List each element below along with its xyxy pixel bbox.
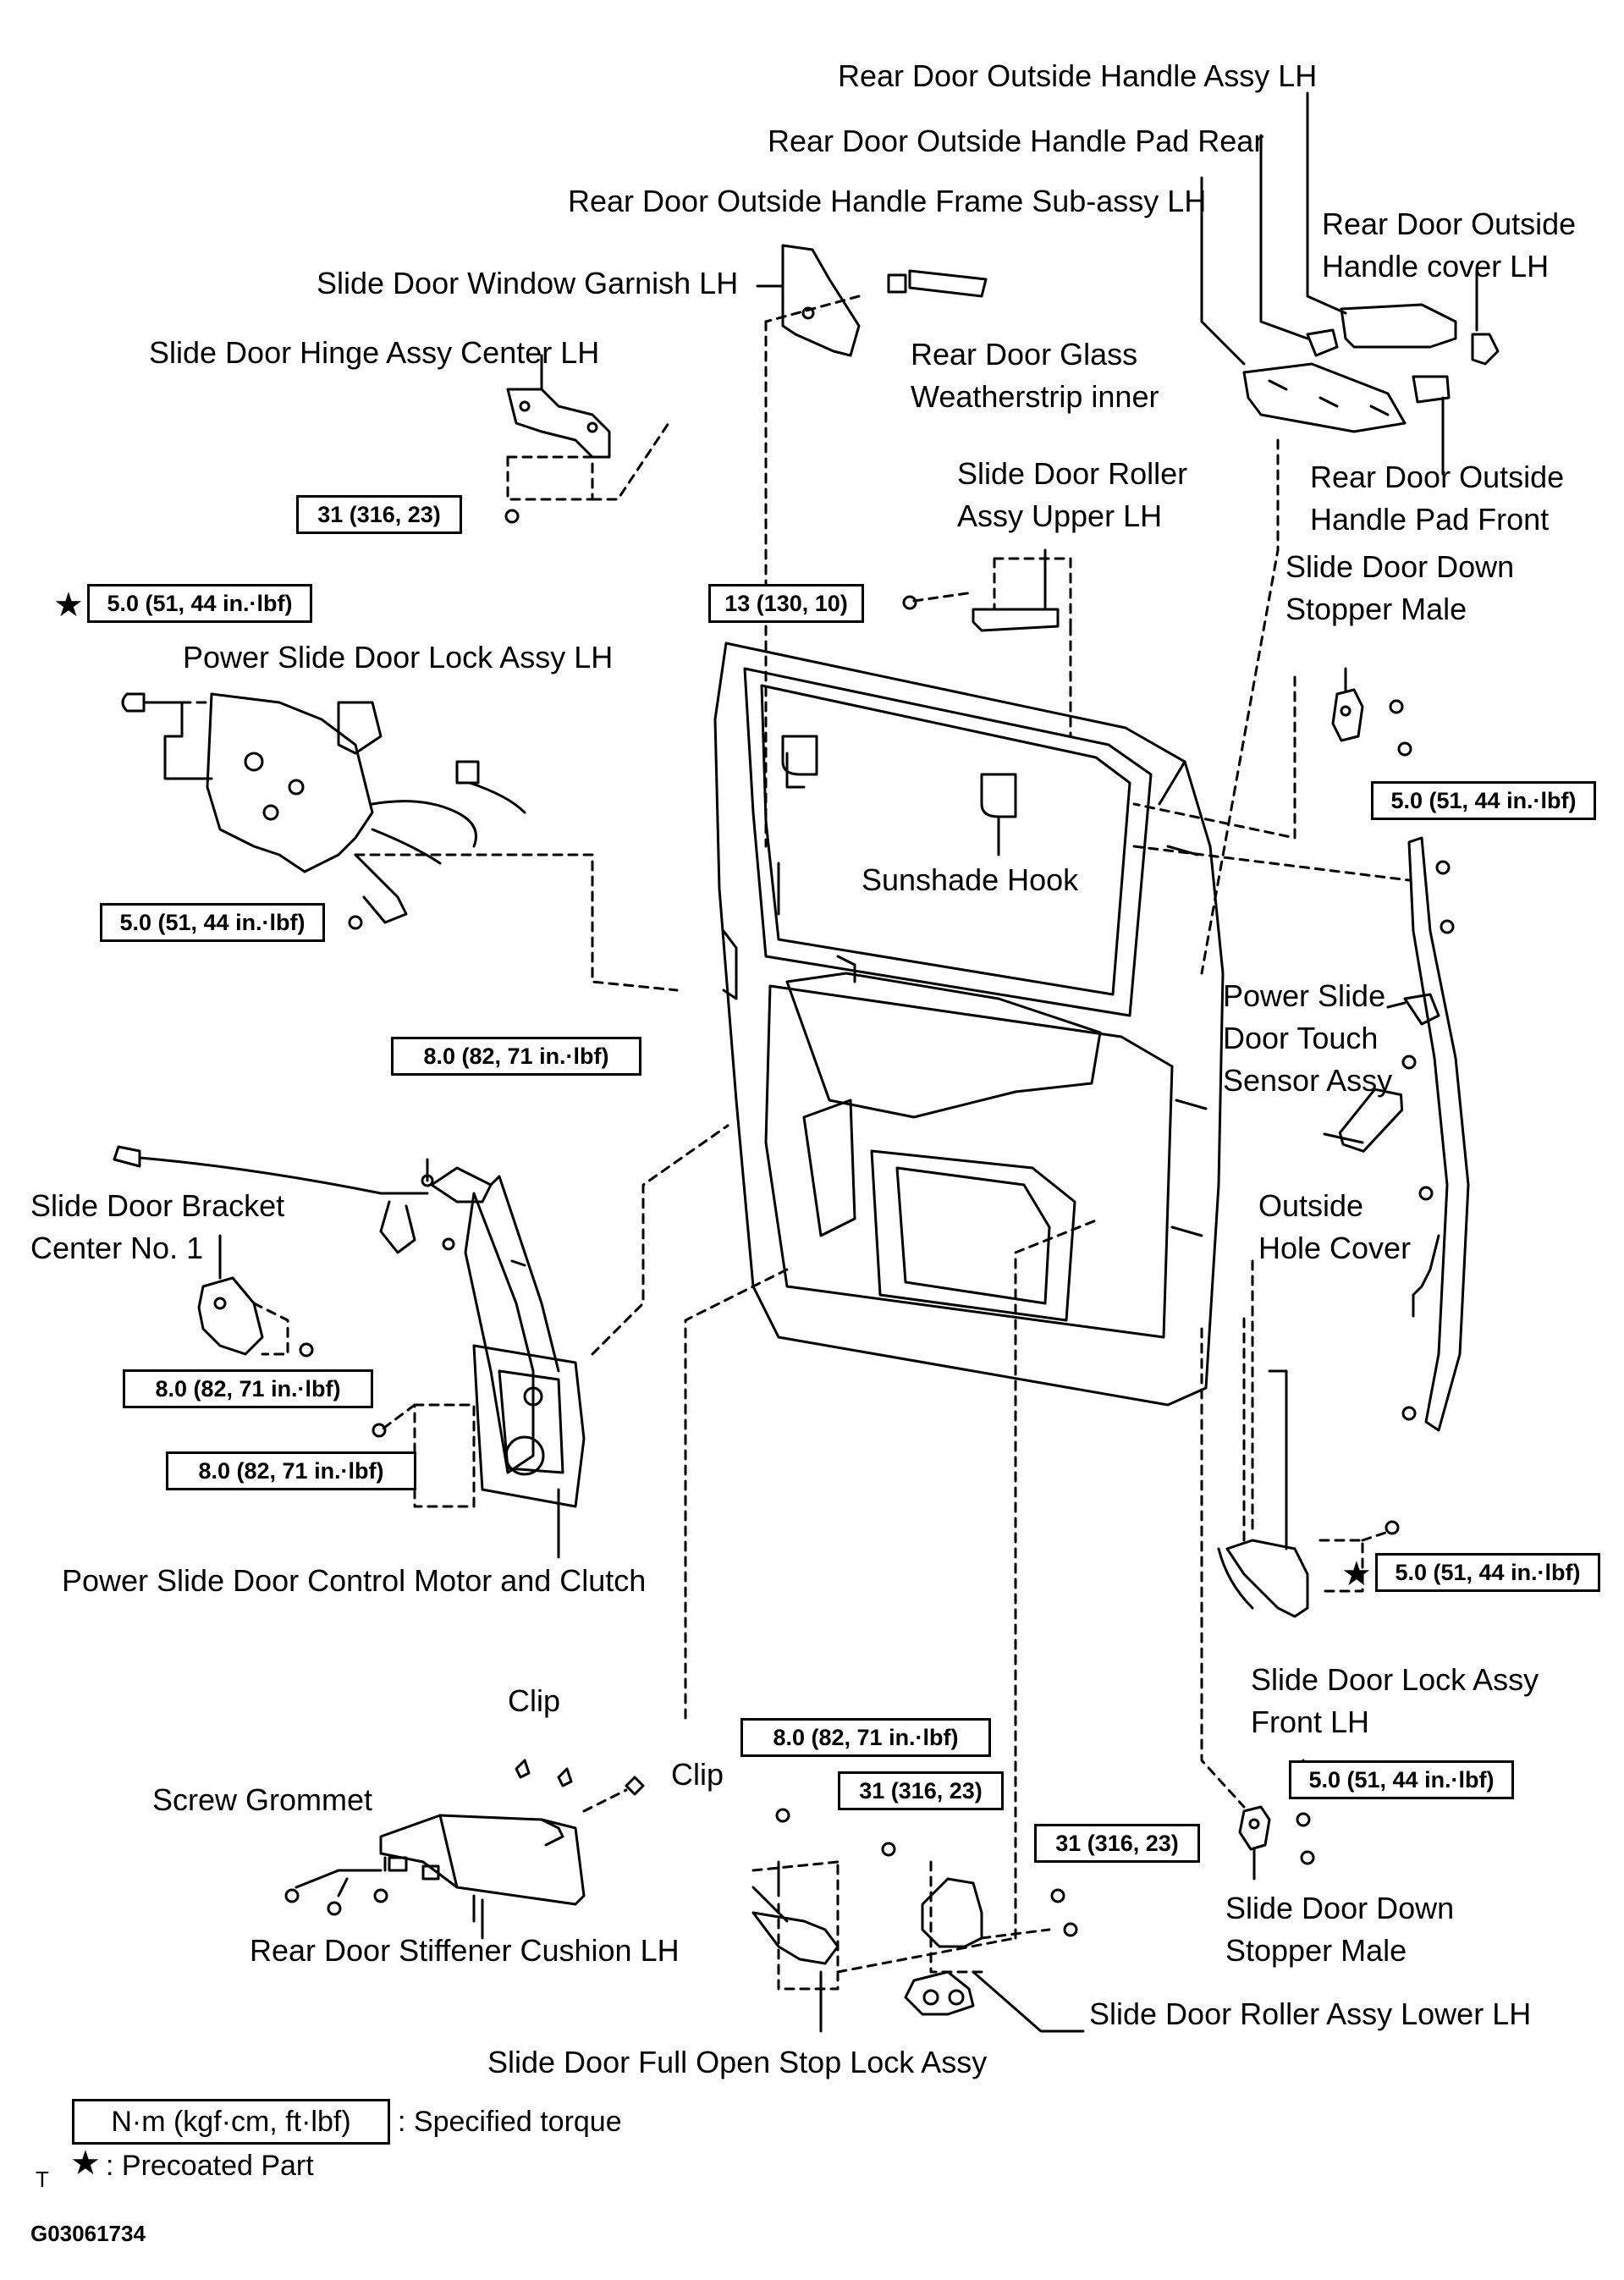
label-window-garnish: Slide Door Window Garnish LH [317,266,739,300]
legend-star: ★ [70,2145,101,2182]
torque-roller-lower-bolt-2: 31 (316, 23) [1034,1824,1200,1863]
torque-stopper-upper-bolt: 5.0 (51, 44 in.·lbf) [1371,781,1596,820]
bracket-center-part [197,1234,314,1358]
power-lock-part [121,692,679,992]
stiffener-cushion-part [284,1759,645,1940]
lock-front-part [1217,1259,1400,1618]
label-full-open-stop: Slide Door Full Open Stop Lock Assy [487,2045,988,2079]
sunshade-hooks [781,735,1017,856]
legend-unit-box: N·m (kgf·cm, ft·lbf) [72,2099,390,2145]
legend-star-desc: : Precoated Part [106,2150,314,2182]
torque-lock-lower-bolt: 5.0 (51, 44 in.·lbf) [100,903,325,942]
torque-lock-front-bolt: 5.0 (51, 44 in.·lbf) [1375,1553,1600,1592]
label-stopper-lower: Slide Door Down Stopper Male [1225,1891,1455,1968]
touch-sensor-part [1132,836,1470,1432]
torque-stopper-lower-bolt: 5.0 (51, 44 in.·lbf) [1289,1760,1514,1799]
label-roller-upper: Slide Door Roller Assy Upper LH [957,456,1188,533]
torque-motor-side-bolt: 8.0 (82, 71 in.·lbf) [166,1451,416,1490]
torque-lock-precoat: 5.0 (51, 44 in.·lbf) [87,584,312,623]
label-roller-lower: Slide Door Roller Assy Lower LH [1089,1996,1532,2031]
torque-roller-upper-bolt: 13 (130, 10) [708,584,864,623]
torque-roller-lower-bolt-1: 31 (316, 23) [838,1771,1004,1810]
stopper-upper-part [1132,667,1412,840]
torque-hinge-bolt: 31 (316, 23) [296,495,462,534]
label-outside-handle-frame: Rear Door Outside Handle Frame Sub-assy … [568,184,1207,218]
label-screw-grommet: Screw Grommet [152,1782,373,1817]
stopper-lower-part [1200,1327,1315,1881]
label-sunshade-hook: Sunshade Hook [862,862,1079,897]
window-garnish-part [756,244,988,357]
label-glass-weatherstrip: Rear Door Glass Weatherstrip inner [911,337,1159,414]
label-bracket-center: Slide Door Bracket Center No. 1 [30,1188,285,1265]
label-hinge-center: Slide Door Hinge Assy Center LH [149,335,600,370]
precoat-star-lock: ★ [53,587,84,624]
roller-lower-part [881,1217,1102,2033]
torque-bracket-bolt: 8.0 (82, 71 in.·lbf) [123,1369,373,1408]
label-power-lock: Power Slide Door Lock Assy LH [183,640,614,675]
label-clip-1: Clip [508,1683,561,1718]
label-hole-cover: Outside Hole Cover [1258,1188,1412,1265]
outside-handle-parts [1200,91,1500,476]
label-outside-handle-pad-rear: Rear Door Outside Handle Pad Rear [768,124,1264,158]
torque-stop-lock-bolt: 8.0 (82, 71 in.·lbf) [740,1718,991,1757]
stop-lock-part [751,1808,1017,2033]
label-stopper-upper: Slide Door Down Stopper Male [1285,549,1515,626]
hinge-center-part [504,354,670,524]
label-handle-cover: Rear Door Outside Handle cover LH [1322,207,1577,284]
slide-door-panel [713,642,1225,1407]
legend-unit-desc: : Specified torque [398,2106,622,2138]
roller-upper-part [902,548,1072,738]
label-handle-pad-front: Rear Door Outside Handle Pad Front [1310,460,1565,537]
label-lock-front: Slide Door Lock Assy Front LH [1251,1662,1539,1739]
label-touch-sensor: Power Slide Door Touch Sensor Assy [1223,978,1393,1098]
label-outside-handle-assy: Rear Door Outside Handle Assy LH [838,58,1318,93]
control-motor-part [113,1124,729,1559]
corner-mark: T [36,2167,49,2192]
precoat-star-lock-front: ★ [1341,1556,1372,1593]
torque-motor-top-bolt: 8.0 (82, 71 in.·lbf) [391,1037,641,1076]
figure-code: G03061734 [30,2221,146,2246]
label-clip-2: Clip [671,1757,724,1792]
label-stiffener-cushion: Rear Door Stiffener Cushion LH [250,1933,680,1968]
label-control-motor: Power Slide Door Control Motor and Clutc… [62,1563,647,1598]
